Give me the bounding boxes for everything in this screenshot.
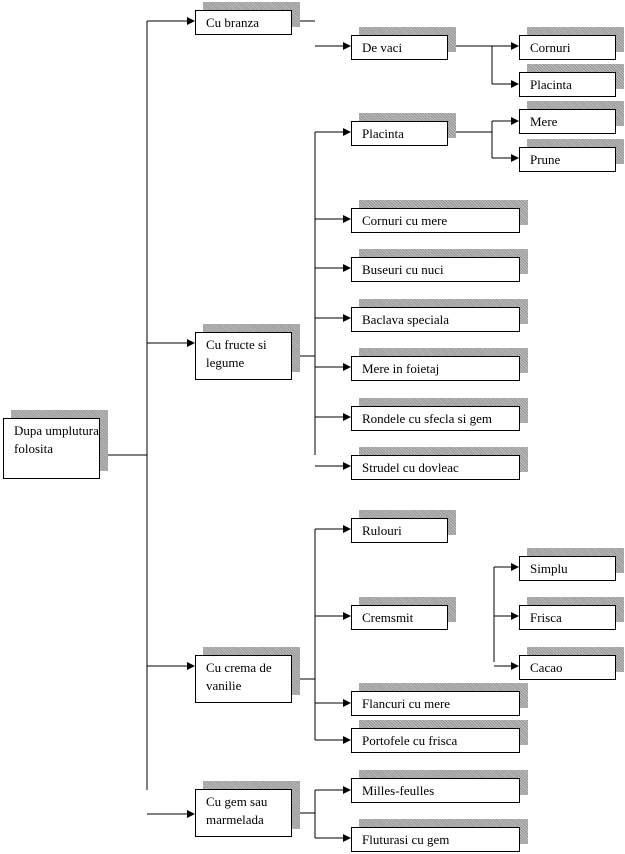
node-baclava: Baclava speciala <box>351 307 520 332</box>
node-cremsmit: Cremsmit <box>351 605 448 630</box>
node-placinta-branza: Placinta <box>519 72 616 97</box>
node-prune: Prune <box>519 147 616 172</box>
node-placinta-fructe: Placinta <box>351 121 448 146</box>
node-fluturasi: Fluturasi cu gem <box>351 827 520 852</box>
node-cu-gem: Cu gem sau marmelada <box>195 789 292 837</box>
node-cu-branza: Cu branza <box>195 10 292 35</box>
node-root: Dupa umplutura folosita <box>3 418 100 479</box>
node-frisca: Frisca <box>519 605 616 630</box>
node-mere: Mere <box>519 109 616 134</box>
node-flancuri: Flancuri cu mere <box>351 691 520 716</box>
node-cacao: Cacao <box>519 655 616 680</box>
node-rulouri: Rulouri <box>351 518 448 543</box>
node-simplu: Simplu <box>519 556 616 581</box>
node-buseuri: Buseuri cu nuci <box>351 257 520 282</box>
node-strudel: Strudel cu dovleac <box>351 455 520 480</box>
node-mere-foietaj: Mere in foietaj <box>351 356 520 381</box>
node-milles: Milles-feulles <box>351 778 520 803</box>
node-cu-fructe: Cu fructe si legume <box>195 332 292 380</box>
node-de-vaci: De vaci <box>351 35 448 60</box>
node-cu-crema: Cu crema de vanilie <box>195 655 292 703</box>
node-rondele: Rondele cu sfecla si gem <box>351 406 520 431</box>
node-cornuri: Cornuri <box>519 35 616 60</box>
node-cornuri-cu-mere: Cornuri cu mere <box>351 208 520 233</box>
node-portofele: Portofele cu frisca <box>351 728 520 753</box>
